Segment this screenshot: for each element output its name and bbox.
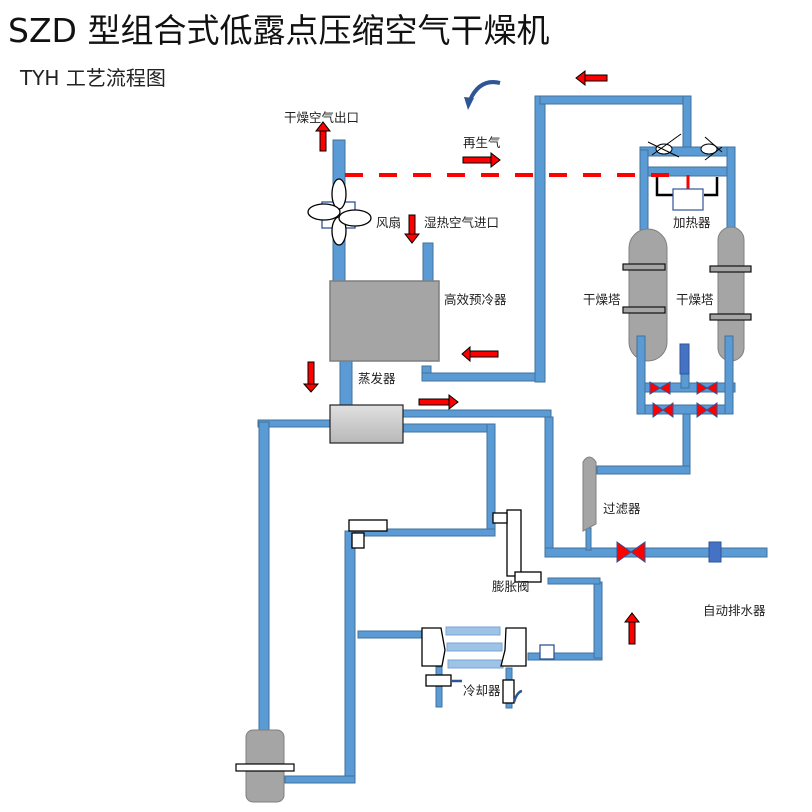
label-dry-air-outlet: 干燥空气出口 xyxy=(284,110,360,125)
heater xyxy=(655,175,719,211)
check-valves xyxy=(647,133,723,161)
label-filter: 过滤器 xyxy=(603,501,641,516)
cooler xyxy=(421,627,555,704)
drying-tower-right xyxy=(709,226,752,362)
pipe-compressor-return-h xyxy=(284,775,356,784)
evaporator xyxy=(329,404,404,444)
label-drying-tower-left: 干燥塔 xyxy=(583,292,621,307)
pipe-drain-stub xyxy=(680,372,690,389)
pipe-evap-out-top-down xyxy=(544,416,554,558)
label-expansion-valve: 膨胀阀 xyxy=(492,579,530,594)
label-drying-tower-right: 干燥塔 xyxy=(676,292,714,307)
drying-tower-left xyxy=(622,228,668,362)
pipe-cooler-leg-left xyxy=(435,666,443,708)
arrow-left-top xyxy=(575,69,608,87)
fan-icon xyxy=(307,178,372,246)
label-fan: 风扇 xyxy=(376,215,402,230)
pipe-cooler-out xyxy=(527,652,603,661)
pipe-tower-right-v xyxy=(726,146,736,232)
label-heater: 加热器 xyxy=(673,215,711,230)
label-regen-air: 再生气 xyxy=(463,135,501,150)
pipe-evap-out-top xyxy=(400,409,552,418)
valve-lower-left xyxy=(652,402,674,418)
pipe-cooler-in xyxy=(357,630,425,639)
pipe-filter-stub xyxy=(585,527,592,551)
label-humid-air-inlet: 湿热空气进口 xyxy=(424,215,500,230)
tower-valves xyxy=(649,381,718,418)
diagram-subtitle: TYH 工艺流程图 xyxy=(20,66,166,90)
pipe-riser xyxy=(534,95,546,383)
arrow-right-regen xyxy=(462,151,501,169)
drain-indicator xyxy=(679,343,690,375)
diagram-title: SZD 型组合式低露点压缩空气干燥机 xyxy=(8,11,550,50)
pipe-tower-left-v xyxy=(639,149,649,235)
arrow-up-dry-outlet xyxy=(314,121,332,152)
pipe-precooler-return-h xyxy=(421,372,537,382)
arrow-left-precooler xyxy=(461,345,499,363)
pipe-main-horizontal xyxy=(544,547,768,558)
pipe-evap-left-v xyxy=(258,421,270,731)
filter xyxy=(582,456,597,532)
expansion-valve xyxy=(492,509,542,583)
valve-upper-right xyxy=(696,381,718,395)
pipe-exp-valve-out xyxy=(547,577,601,585)
pipe-precooler-evaporator xyxy=(339,359,353,409)
curved-arrow-icon xyxy=(464,80,501,110)
compressor xyxy=(235,729,295,803)
precooler xyxy=(329,280,440,362)
label-cooler: 冷却器 xyxy=(463,683,501,698)
pipe-top-h xyxy=(539,95,691,105)
pipe-manifold-out-h xyxy=(596,465,691,475)
compressor-fittings xyxy=(348,519,388,549)
pipe-cooler-out-v xyxy=(593,581,603,659)
pipe-evap-out-low xyxy=(401,423,495,433)
flow-arrows xyxy=(302,69,641,645)
pipe-compressor-return-v xyxy=(344,530,356,784)
arrow-down-humid-inlet xyxy=(403,214,421,244)
label-auto-drain: 自动排水器 xyxy=(703,603,766,618)
valve-upper-left xyxy=(649,381,671,395)
auto-drain xyxy=(708,541,722,563)
arrow-down-evaporator xyxy=(302,361,320,393)
pipe-manifold-lower xyxy=(636,404,734,415)
label-evaporator: 蒸发器 xyxy=(358,371,396,386)
arrow-right-evaporator xyxy=(418,393,459,411)
valve-lower-right xyxy=(696,402,718,418)
main-valve xyxy=(616,541,646,563)
pipe-manifold-out-v xyxy=(682,413,691,475)
label-precooler: 高效预冷器 xyxy=(444,292,507,307)
cooler-fins xyxy=(445,626,504,669)
pipe-humid-inlet xyxy=(422,242,434,284)
arrow-up-drain xyxy=(623,612,641,645)
